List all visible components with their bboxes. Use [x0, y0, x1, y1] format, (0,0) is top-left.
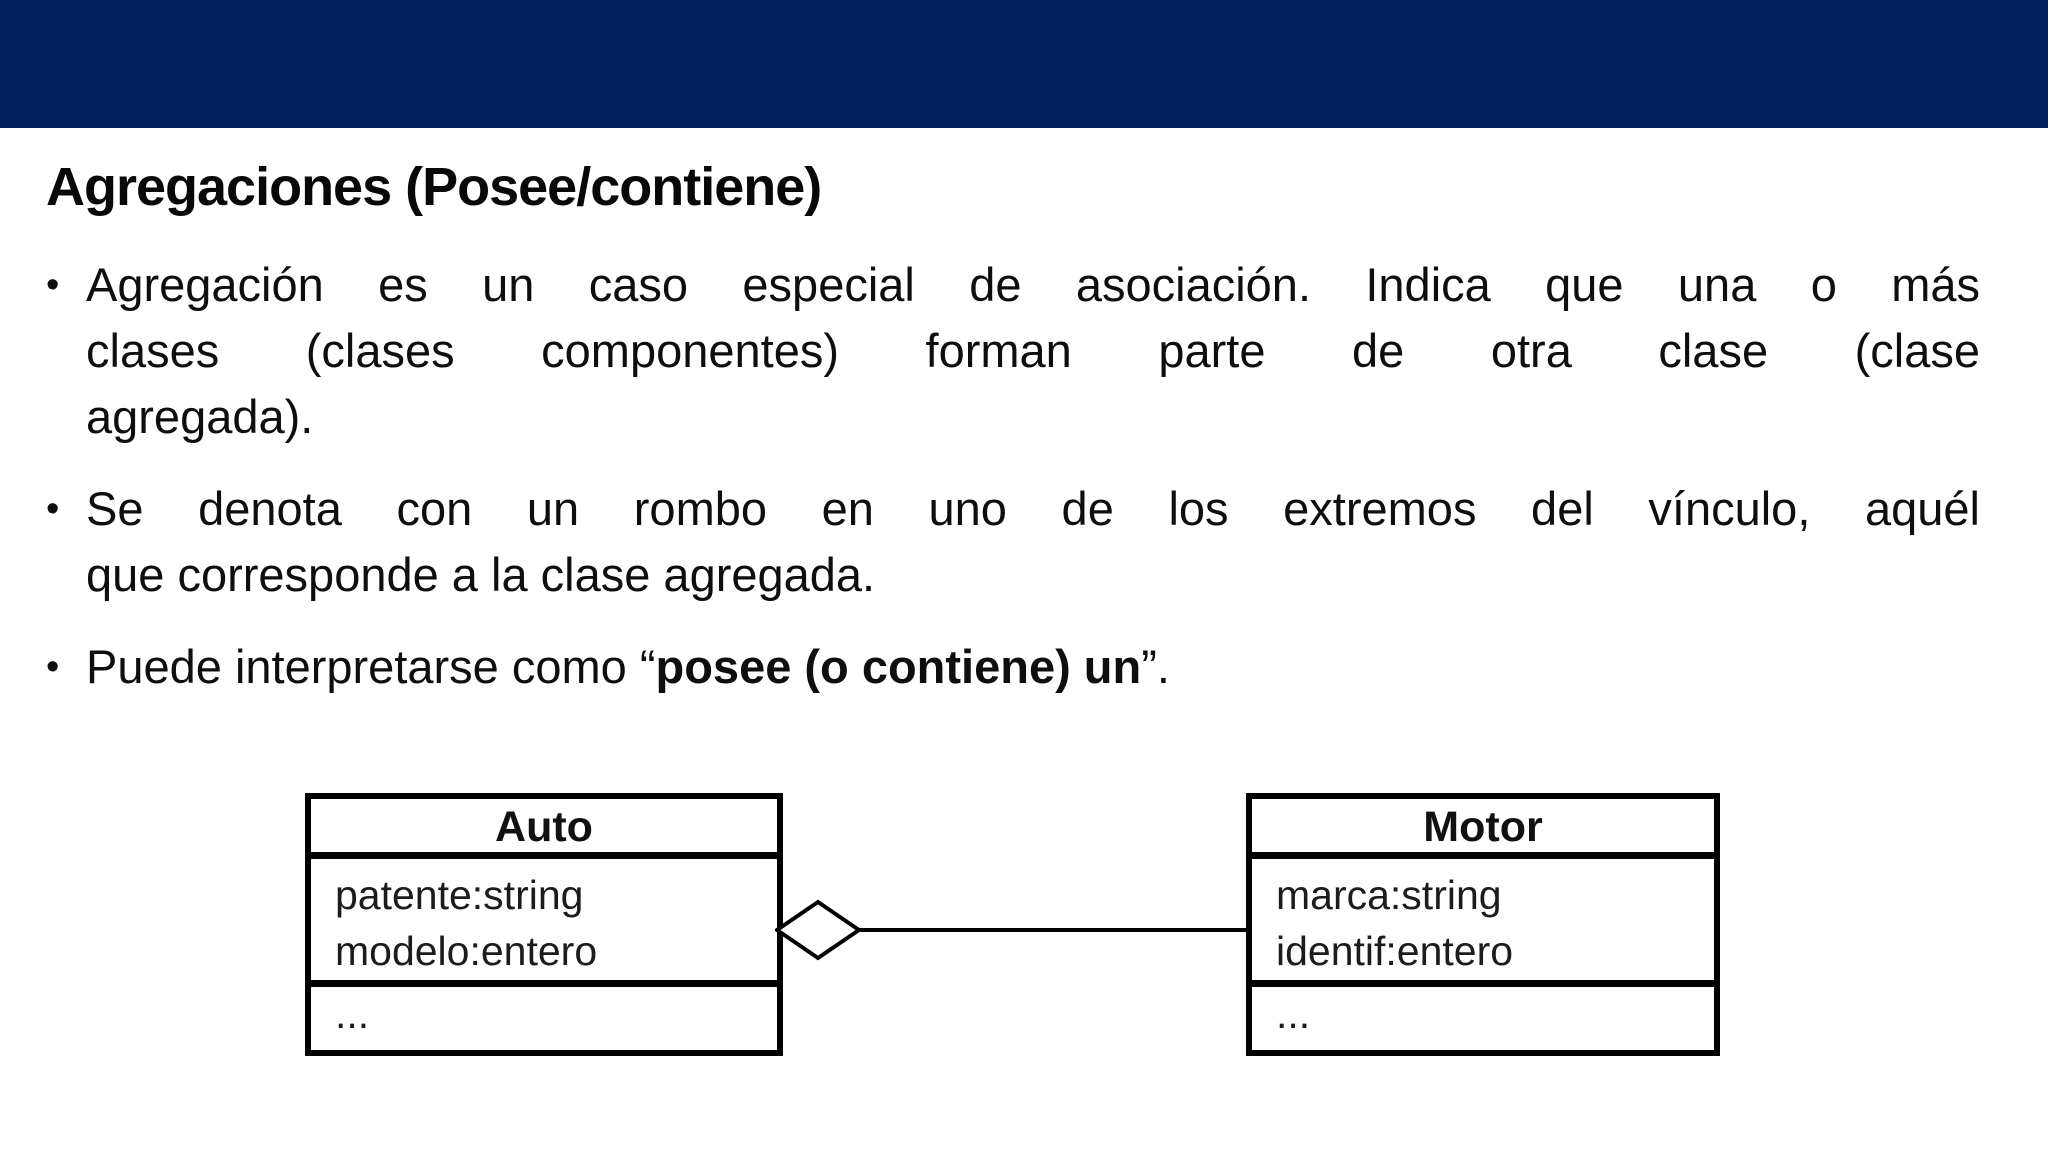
class-more-ellipsis: ...: [1276, 991, 1311, 1037]
bullet-text: Puede interpretarse como “posee (o conti…: [86, 634, 1980, 700]
bullet-item-1: • Agregación es un caso especial de asoc…: [46, 252, 1980, 450]
class-attributes: patente:string modelo:entero: [311, 859, 777, 987]
bullet-marker: •: [46, 264, 60, 306]
header-bar: [0, 0, 2048, 128]
class-attribute: identif:entero: [1276, 928, 1514, 974]
association-line: [858, 928, 1248, 932]
bullet-text: Se denota con un rombo en uno de los ext…: [86, 476, 1980, 608]
bullet-item-3: • Puede interpretarse como “posee (o con…: [46, 634, 1980, 700]
bullet-item-2: • Se denota con un rombo en uno de los e…: [46, 476, 1980, 608]
class-box-auto: Auto patente:string modelo:entero ...: [305, 793, 783, 1056]
class-box-motor: Motor marca:string identif:entero ...: [1246, 793, 1720, 1056]
bullet-list: • Agregación es un caso especial de asoc…: [46, 252, 1980, 726]
page-title: Agregaciones (Posee/contiene): [46, 157, 822, 217]
bullet-line: que corresponde a la clase agregada.: [86, 548, 876, 601]
bullet-text-prefix: Puede interpretarse como “: [86, 640, 656, 693]
class-attribute: patente:string: [335, 872, 584, 918]
class-attribute: modelo:entero: [335, 928, 598, 974]
bullet-marker: •: [46, 488, 60, 530]
class-attributes: marca:string identif:entero: [1252, 859, 1714, 987]
class-name: Motor: [1252, 799, 1714, 859]
aggregation-diamond-icon: [775, 899, 861, 961]
bullet-text-bold: posee (o contiene) un: [655, 640, 1142, 693]
bullet-marker: •: [46, 646, 60, 688]
class-attribute: marca:string: [1276, 872, 1502, 918]
bullet-line: Se denota con un rombo en uno de los ext…: [86, 482, 1980, 535]
class-more-ellipsis: ...: [335, 991, 370, 1037]
bullet-text: Agregación es un caso especial de asocia…: [86, 252, 1980, 450]
bullet-line: agregada).: [86, 390, 314, 443]
bullet-line: Puede interpretarse como “posee (o conti…: [86, 634, 1980, 700]
bullet-line: Agregación es un caso especial de asocia…: [86, 258, 1980, 311]
class-name: Auto: [311, 799, 777, 859]
bullet-text-suffix: ”.: [1141, 640, 1170, 693]
bullet-line: clases (clases componentes) forman parte…: [86, 324, 1980, 377]
